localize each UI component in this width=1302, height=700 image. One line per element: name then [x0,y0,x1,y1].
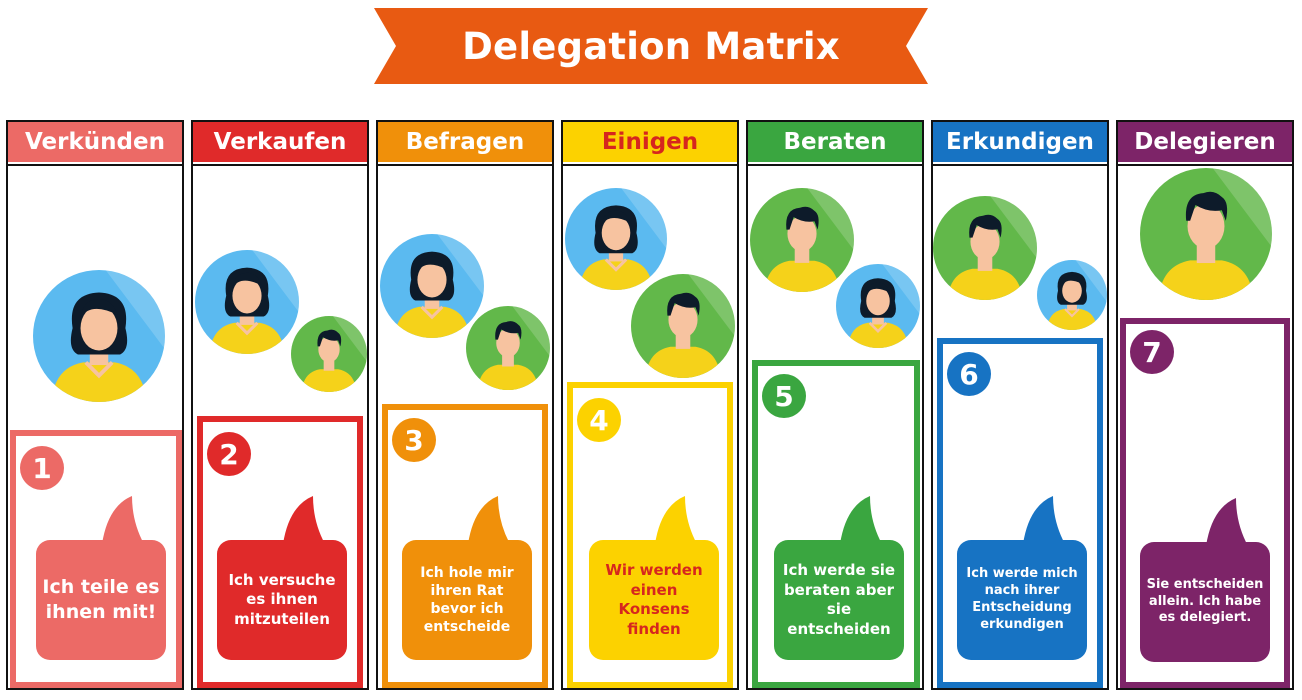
speech-bubble-tail [1023,496,1065,544]
column-verkuenden: Verkünden 1 Ich teile es ihnen mit! [6,120,184,690]
title-banner: Delegation Matrix [374,8,928,84]
column-verkaufen: Verkaufen 2 Ich versuche es ihnen mitzut… [191,120,369,690]
speech-bubble-text: Ich hole mir ihren Rat bevor ich entsche… [402,540,532,660]
column-erkundigen: Erkundigen 6 Ich werde mich nach ihrer E… [931,120,1109,690]
male-person-icon [291,316,367,392]
header-divider [933,164,1107,166]
speech-bubble-text: Ich werde mich nach ihrer Entscheidung e… [957,540,1087,660]
step-number-badge: 2 [207,432,251,476]
step-frame: 3 Ich hole mir ihren Rat bevor ich entsc… [382,404,548,688]
female-person-icon [380,234,484,338]
male-person-icon [466,306,550,390]
column-header: Delegieren [1118,122,1292,162]
speech-bubble-tail [468,496,510,544]
step-frame: 5 Ich werde sie beraten aber sie entsche… [752,360,920,688]
column-header: Verkünden [8,122,182,162]
header-divider [1118,164,1292,166]
column-befragen: Befragen 3 Ich hole mir ihren Rat bevor … [376,120,554,690]
male-person-icon [1140,168,1272,300]
speech-bubble-tail [102,496,144,544]
step-frame: 1 Ich teile es ihnen mit! [10,430,182,688]
speech-bubble-tail [283,496,325,544]
step-number-badge: 3 [392,418,436,462]
speech-bubble-text: Ich versuche es ihnen mitzuteilen [217,540,347,660]
column-header: Einigen [563,122,737,162]
female-person-icon [565,188,667,290]
header-divider [378,164,552,166]
header-divider [748,164,922,166]
speech-bubble-text: Wir werden einen Konsens finden [589,540,719,660]
female-person-icon [195,250,299,354]
step-number-badge: 4 [577,398,621,442]
banner-ribbon-shape [374,8,928,84]
female-person-icon [1037,260,1107,330]
male-person-icon [631,274,735,378]
female-person-icon [836,264,920,348]
step-frame: 6 Ich werde mich nach ihrer Entscheidung… [937,338,1103,688]
speech-bubble-text: Ich teile es ihnen mit! [36,540,166,660]
step-number-badge: 6 [947,352,991,396]
column-header: Erkundigen [933,122,1107,162]
step-number-badge: 7 [1130,330,1174,374]
speech-bubble-tail [1206,498,1248,546]
speech-bubble-tail [840,496,882,544]
step-frame: 4 Wir werden einen Konsens finden [567,382,733,688]
speech-bubble-tail [655,496,697,544]
column-header: Beraten [748,122,922,162]
male-person-icon [933,196,1037,300]
header-divider [563,164,737,166]
column-header: Verkaufen [193,122,367,162]
column-beraten: Beraten 5 Ich werde sie beraten aber sie… [746,120,924,690]
column-header: Befragen [378,122,552,162]
header-divider [8,164,182,166]
female-person-icon [33,270,165,402]
speech-bubble-text: Sie entscheiden allein. Ich habe es dele… [1140,542,1270,662]
step-frame: 2 Ich versuche es ihnen mitzuteilen [197,416,363,688]
step-frame: 7 Sie entscheiden allein. Ich habe es de… [1120,318,1290,688]
step-number-badge: 1 [20,446,64,490]
step-number-badge: 5 [762,374,806,418]
column-einigen: Einigen 4 Wir werden einen Konsens finde… [561,120,739,690]
male-person-icon [750,188,854,292]
header-divider [193,164,367,166]
speech-bubble-text: Ich werde sie beraten aber sie entscheid… [774,540,904,660]
column-delegieren: Delegieren 7 Sie entscheiden allein. Ich… [1116,120,1294,690]
diagram-title: Delegation Matrix [462,24,840,68]
